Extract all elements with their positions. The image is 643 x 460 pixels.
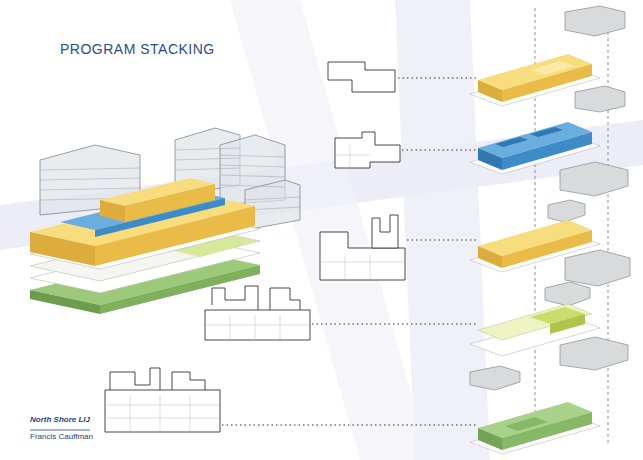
floor-plan-outline	[105, 62, 405, 432]
massing-slabs	[30, 178, 260, 314]
logo-text: Francis Cauffman	[30, 432, 93, 441]
bg-band	[230, 0, 430, 460]
floor-slab	[470, 54, 600, 106]
logo-mark	[30, 430, 90, 431]
floor-slab	[470, 402, 600, 454]
plan-interior-lines	[105, 145, 405, 432]
alignment-line	[608, 8, 609, 445]
floor-slab	[470, 220, 600, 272]
tower-fragment	[470, 6, 630, 390]
leader-line	[222, 78, 478, 425]
diagram-title: PROGRAM STACKING	[60, 41, 215, 57]
floor-slab	[470, 304, 600, 356]
floor-slab	[470, 122, 600, 174]
logo-text: North Shore LIJ	[30, 415, 90, 424]
